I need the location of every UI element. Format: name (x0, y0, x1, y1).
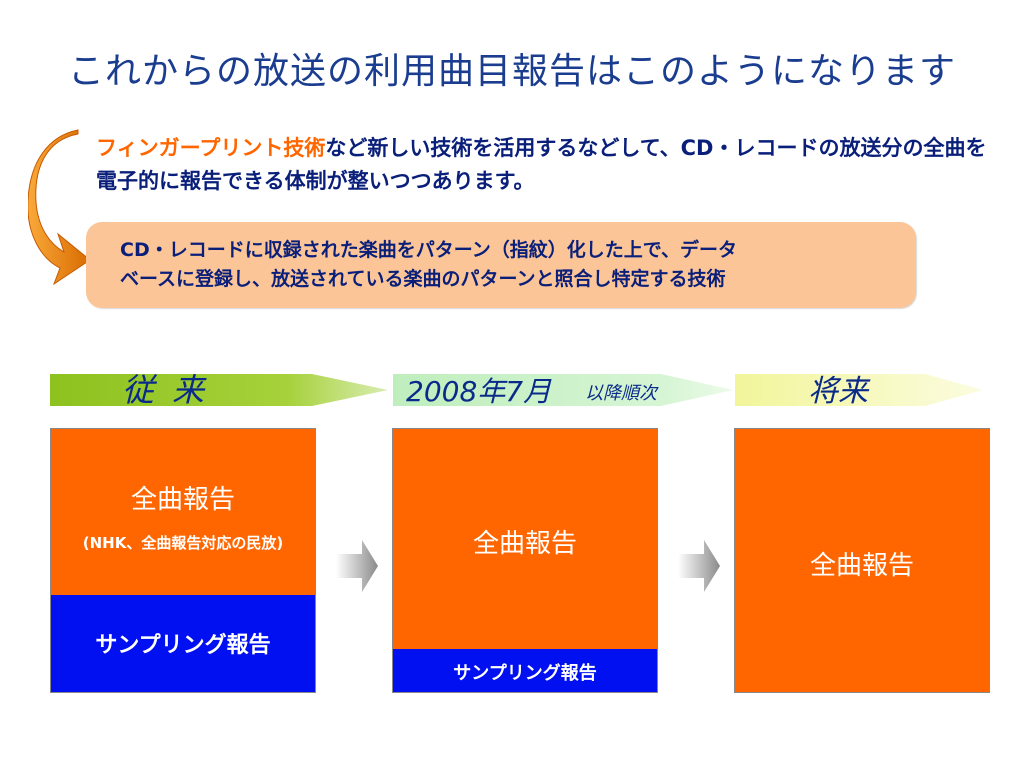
chevron-right-arrow-icon (336, 540, 378, 592)
sampling-report-label: サンプリング報告 (95, 633, 271, 658)
timeline-arrow-2008 (393, 374, 733, 406)
sampling-report-section: サンプリング報告 (51, 595, 315, 692)
page-title: これからの放送の利用曲目報告はこのようになります (67, 51, 956, 92)
full-report-label: 全曲報告 (130, 485, 235, 515)
definition-text: CD・レコードに収録された楽曲をパターン（指紋）化した上で、データ ベースに登録… (120, 236, 900, 294)
sampling-report-label: サンプリング報告 (453, 663, 597, 684)
timeline-arrow-past (50, 374, 388, 406)
stage-label-past: 従来 (122, 371, 223, 409)
stage-box-future: 全曲報告 (734, 428, 990, 693)
full-report-label: 全曲報告 (472, 529, 577, 559)
stage-box-2008: 全曲報告 サンプリング報告 (392, 428, 658, 693)
full-report-section: 全曲報告 (NHK、全曲報告対応の民放) (51, 429, 315, 597)
timeline-arrow-future (735, 374, 983, 406)
stage-label-future: 将来 (808, 374, 868, 409)
definition-box (86, 222, 916, 308)
curved-arrow-icon (28, 129, 91, 286)
chevron-right-arrow-icon (678, 540, 720, 592)
stage-label-2008-suffix: 以降順次 (585, 383, 657, 404)
full-report-note: (NHK、全曲報告対応の民放) (82, 534, 284, 552)
sampling-report-section: サンプリング報告 (393, 649, 657, 692)
intro-text: フィンガープリント技術など新しい技術を活用するなどして、CD・レコードの放送分の… (96, 132, 996, 198)
stage-label-2008: 2008年7月 (406, 375, 552, 408)
intro-rest: など新しい技術を活用するなどして、CD・レコードの放送分の全曲を電子的に報告でき… (96, 136, 987, 193)
definition-line-2: ベースに登録し、放送されている楽曲のパターンと照合し特定する技術 (120, 268, 726, 290)
stage-box-past: 全曲報告 (NHK、全曲報告対応の民放) サンプリング報告 (50, 428, 316, 693)
full-report-section: 全曲報告 (393, 429, 657, 651)
fingerprint-tech-highlight: フィンガープリント技術 (96, 136, 326, 160)
definition-line-1: CD・レコードに収録された楽曲をパターン（指紋）化した上で、データ (120, 239, 738, 261)
full-report-label: 全曲報告 (809, 551, 914, 581)
